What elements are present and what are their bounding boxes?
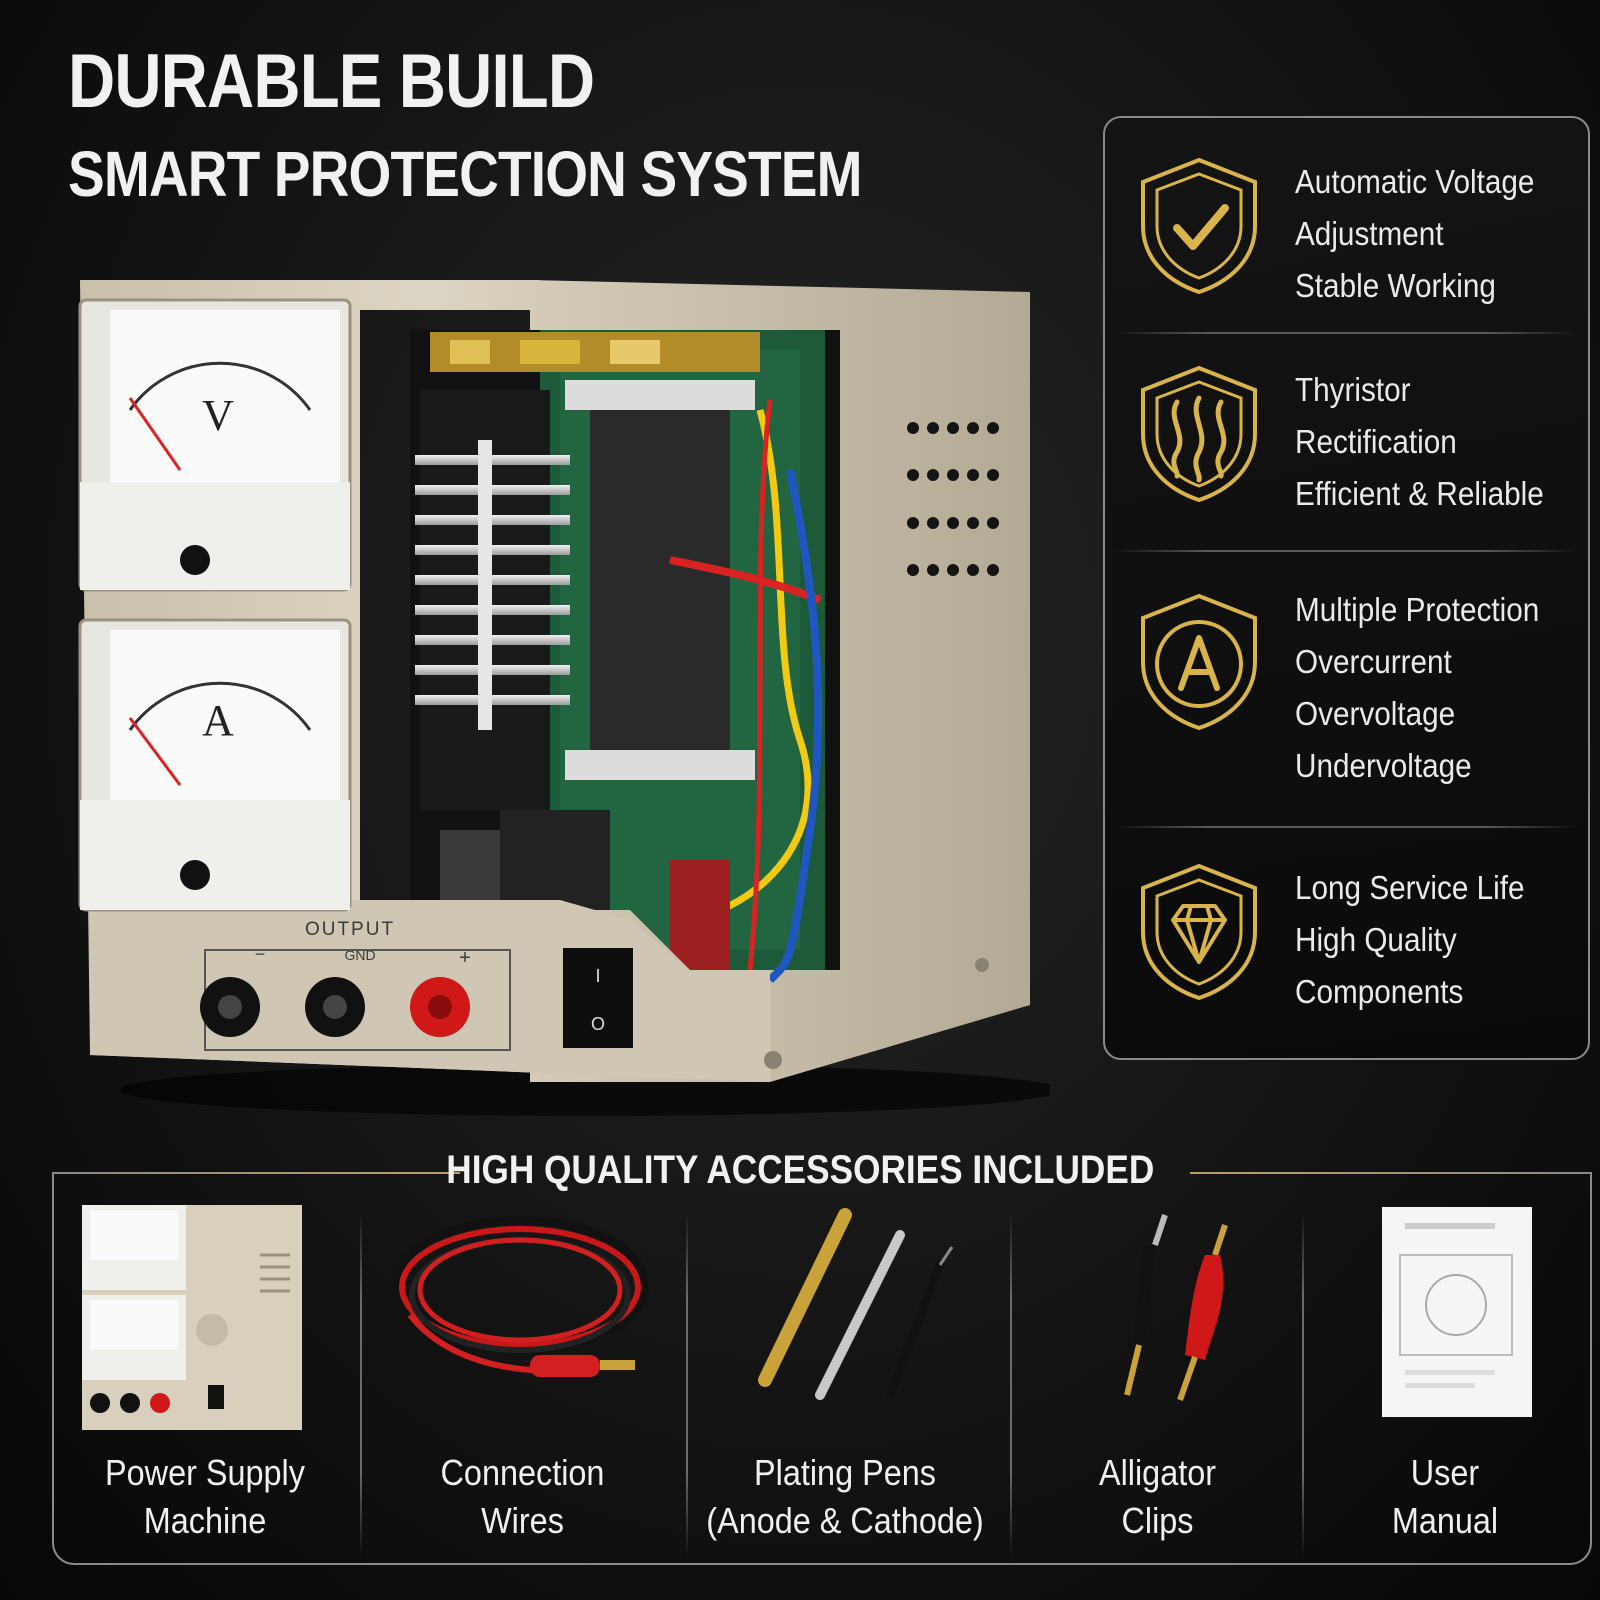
feature-thyristor: Thyristor Rectification Efficient & Reli… (1105, 364, 1588, 534)
accessory-divider (686, 1212, 688, 1557)
feature-divider (1115, 332, 1578, 334)
voltmeter-label: V (202, 391, 234, 440)
feature-long-service-life: Long Service Life High Quality Component… (1105, 862, 1588, 1032)
accessory-user-manual: User Manual (1310, 1185, 1580, 1555)
headline: DURABLE BUILD SMART PROTECTION SYSTEM (68, 39, 991, 210)
feature-line: Overvoltage (1295, 695, 1456, 732)
feature-line: Rectification (1295, 423, 1457, 460)
feature-divider (1115, 826, 1578, 828)
accessory-divider (360, 1212, 362, 1557)
plating-pens-icon (758, 1208, 954, 1400)
feature-line: Multiple Protection (1295, 591, 1540, 628)
feature-line: Undervoltage (1295, 747, 1472, 784)
ampere-shield-icon (1141, 593, 1257, 731)
output-label: OUTPUT (305, 919, 395, 940)
feature-line: Overcurrent (1295, 643, 1452, 680)
page-title: DURABLE BUILD (68, 39, 595, 124)
wires-icon (391, 1216, 649, 1377)
feature-line: Efficient & Reliable (1295, 475, 1544, 512)
accessory-label: User (1410, 1452, 1480, 1493)
accessories-frame-line (1190, 1172, 1592, 1174)
minus-label: − (255, 944, 266, 964)
accessory-label: Clips (1121, 1500, 1194, 1541)
switch-off-label: O (591, 1014, 605, 1034)
accessory-divider (1010, 1212, 1012, 1557)
feature-line: Adjustment (1295, 215, 1444, 252)
ammeter-label: A (202, 696, 234, 745)
feature-line: Stable Working (1295, 267, 1496, 304)
accessory-label: Wires (481, 1500, 564, 1541)
accessories-frame-line (52, 1172, 460, 1174)
accessory-power-supply: Power Supply Machine (60, 1185, 350, 1555)
shield-check-icon (1141, 157, 1257, 295)
thyristor-shield-icon (1141, 365, 1257, 503)
feature-line: Long Service Life (1295, 869, 1525, 906)
accessories-title-text: HIGH QUALITY ACCESSORIES INCLUDED (446, 1148, 1154, 1192)
accessory-label: Power Supply (105, 1452, 305, 1493)
accessory-label: Machine (143, 1500, 267, 1541)
accessory-wires: Connection Wires (370, 1185, 675, 1555)
feature-line: Components (1295, 973, 1464, 1010)
accessory-label: Connection (440, 1452, 605, 1493)
alligator-clips-icon (1124, 1214, 1228, 1401)
accessory-label: Manual (1391, 1500, 1499, 1541)
accessories-frame (52, 1173, 1592, 1565)
accessory-plating-pens: Plating Pens (Anode & Cathode) (690, 1185, 1000, 1555)
feature-line: Automatic Voltage (1295, 163, 1535, 200)
diamond-shield-icon (1141, 863, 1257, 1001)
power-supply-illustration: V A OUTPUT GND − + I O (78, 280, 1050, 1116)
accessory-label: (Anode & Cathode) (706, 1500, 984, 1541)
accessory-alligator-clips: Alligator Clips (1015, 1185, 1300, 1555)
feature-multiple-protection: Multiple Protection Overcurrent Overvolt… (1105, 584, 1588, 804)
feature-divider (1115, 550, 1578, 552)
feature-line: Thyristor (1295, 371, 1411, 408)
accessory-divider (1302, 1212, 1304, 1557)
accessory-label: Plating Pens (754, 1452, 936, 1493)
page-subtitle: SMART PROTECTION SYSTEM (68, 138, 862, 210)
accessories-title: HIGH QUALITY ACCESSORIES INCLUDED (0, 1148, 1600, 1193)
features-panel: Automatic Voltage Adjustment Stable Work… (1103, 116, 1590, 1060)
plus-label: + (459, 947, 471, 969)
feature-voltage-adjustment: Automatic Voltage Adjustment Stable Work… (1105, 156, 1588, 326)
power-supply-icon (82, 1205, 302, 1430)
switch-on-label: I (595, 966, 600, 986)
manual-icon (1382, 1207, 1532, 1417)
feature-line: High Quality (1295, 921, 1457, 958)
accessory-label: Alligator (1098, 1452, 1217, 1493)
